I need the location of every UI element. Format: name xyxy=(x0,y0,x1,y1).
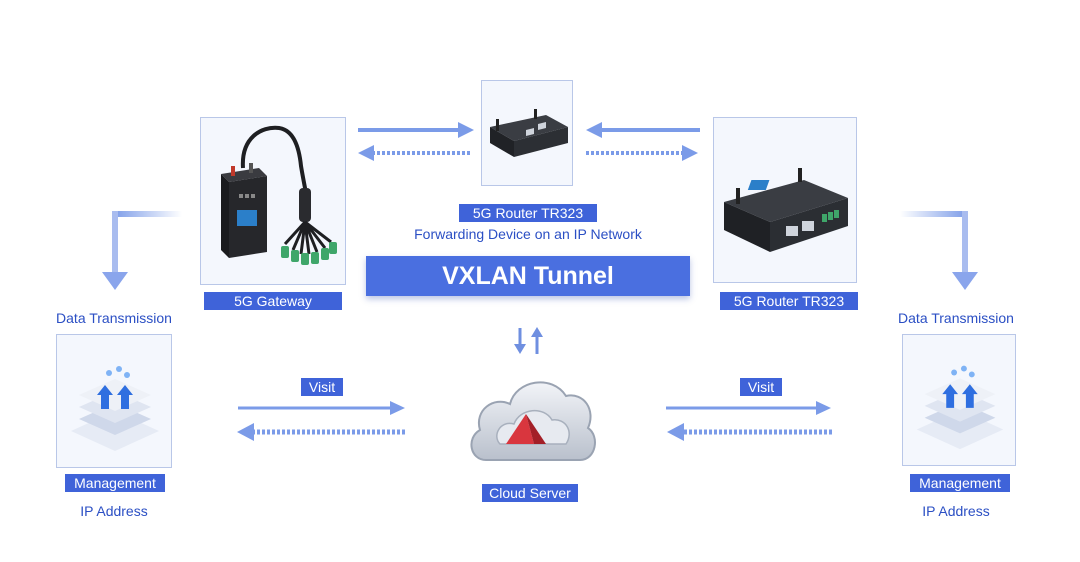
router-to-gateway-dotted-arrow xyxy=(358,145,470,161)
right-return-dotted-arrow xyxy=(667,423,832,441)
right-data-transmission-label: Data Transmission xyxy=(898,310,1014,326)
left-transmission-elbow-arrow xyxy=(102,211,182,290)
cloud-server-tag: Cloud Server xyxy=(482,484,578,502)
router-icon xyxy=(724,168,848,252)
forwarding-router-caption: Forwarding Device on an IP Network xyxy=(414,226,642,242)
left-management-tag: Management xyxy=(65,474,165,492)
gateway-to-router-arrow xyxy=(358,122,474,138)
right-ip-address-label: IP Address xyxy=(922,503,990,519)
left-data-transmission-label: Data Transmission xyxy=(56,310,172,326)
forwarding-router-tag: 5G Router TR323 xyxy=(459,204,597,222)
left-visit-tag: Visit xyxy=(301,378,343,396)
left-ip-address-label: IP Address xyxy=(80,503,148,519)
right-transmission-elbow-arrow xyxy=(900,211,978,290)
server-stack-icon xyxy=(916,365,1004,450)
cloud-updown-arrows xyxy=(514,327,543,354)
right-router-tag: 5G Router TR323 xyxy=(720,292,858,310)
gateway-device-icon xyxy=(221,125,337,265)
router-icon xyxy=(490,109,568,157)
forwarding-router-box xyxy=(481,80,573,186)
right-management-tag: Management xyxy=(910,474,1010,492)
left-management-box xyxy=(56,334,172,468)
right-management-box xyxy=(902,334,1016,466)
right-visit-tag: Visit xyxy=(740,378,782,396)
vxlan-tunnel-banner: VXLAN Tunnel xyxy=(366,256,690,296)
gateway-tag: 5G Gateway xyxy=(204,292,342,310)
right-visit-arrow xyxy=(666,401,831,415)
right-router-to-forwarder-arrow xyxy=(586,122,700,138)
left-visit-arrow xyxy=(238,401,405,415)
server-stack-icon xyxy=(71,366,159,451)
left-return-dotted-arrow xyxy=(237,423,405,441)
right-router-box xyxy=(713,117,857,283)
forwarder-to-right-router-dotted-arrow xyxy=(586,145,698,161)
gateway-box xyxy=(200,117,346,285)
